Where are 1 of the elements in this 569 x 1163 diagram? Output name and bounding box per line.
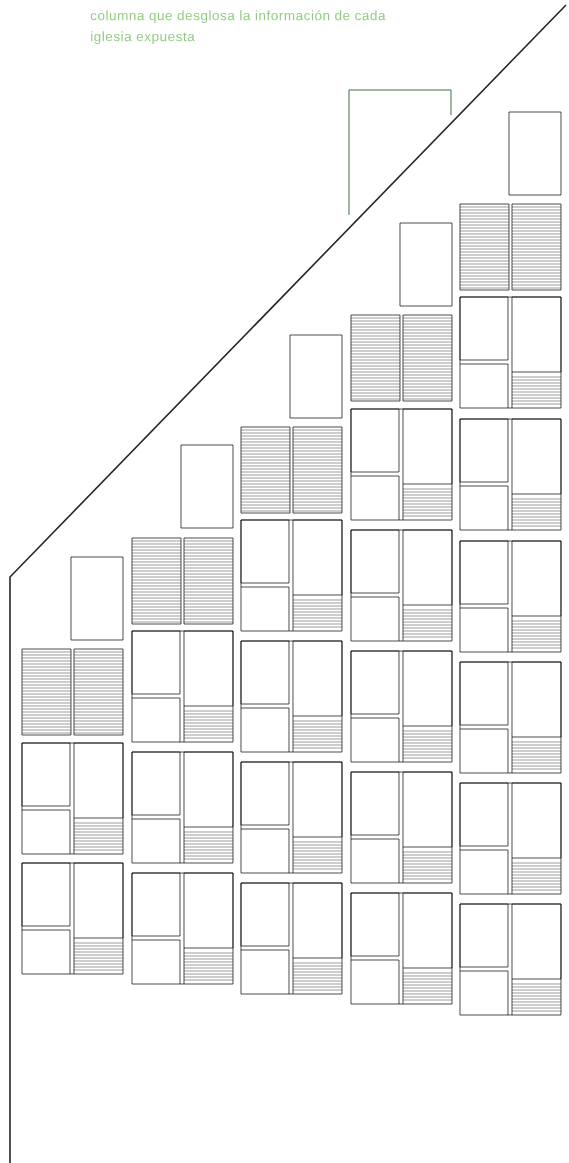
callout-text: columna que desglosa la información de cada iglesia expuesta — [90, 10, 386, 44]
